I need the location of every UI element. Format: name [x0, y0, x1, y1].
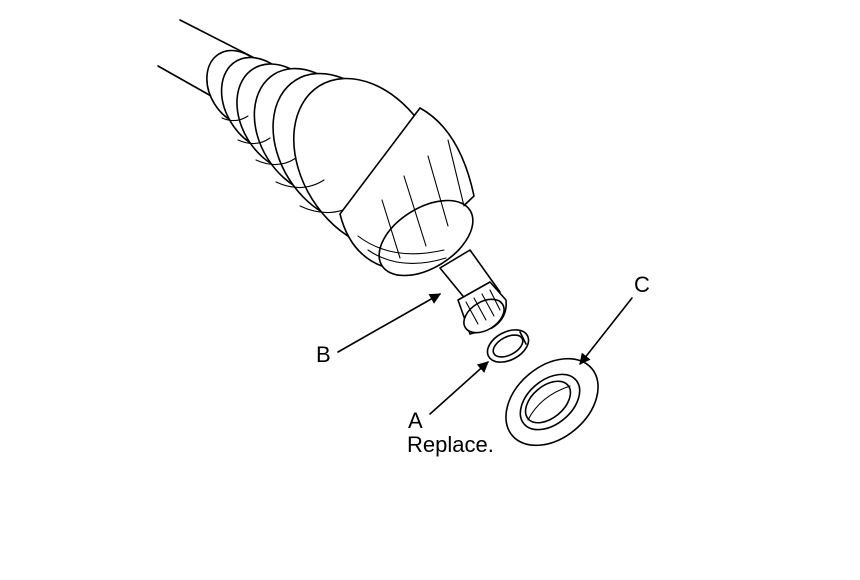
callout-c: C — [634, 272, 650, 297]
callout-b: B — [316, 342, 331, 367]
leader-c — [579, 297, 633, 365]
callout-a: A — [408, 408, 423, 433]
leader-b — [337, 293, 441, 353]
dust-seal-icon — [505, 357, 599, 447]
stub-shaft — [439, 249, 508, 335]
cv-joint-boot-icon — [206, 49, 475, 277]
leader-a — [429, 361, 489, 415]
set-ring-icon — [486, 329, 530, 363]
callout-a-note: Replace. — [407, 432, 494, 457]
